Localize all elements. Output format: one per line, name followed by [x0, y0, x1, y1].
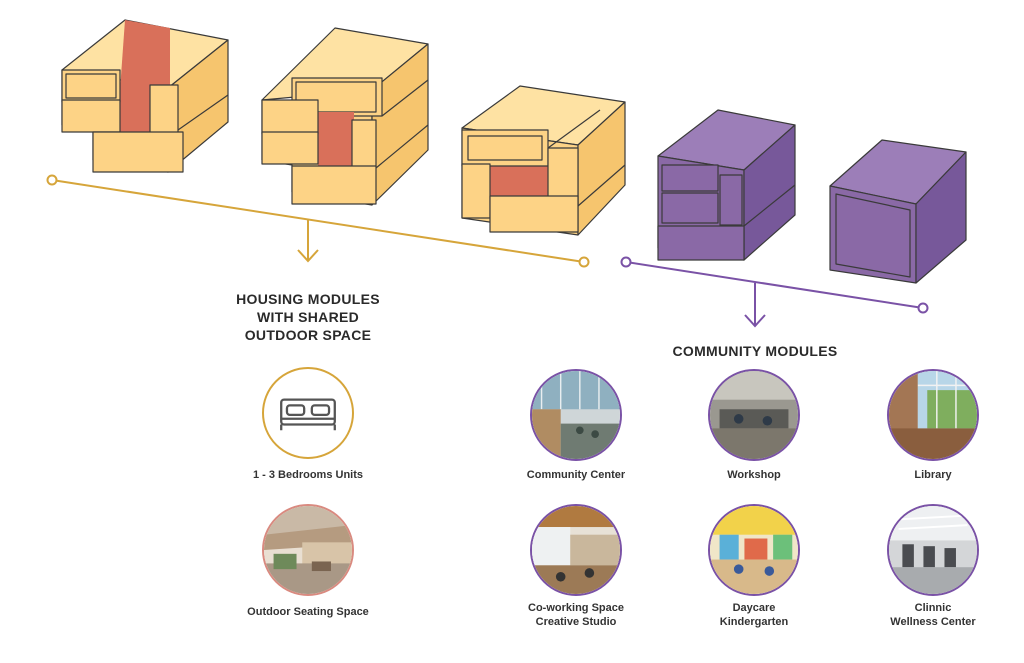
housing-module-1 [61, 19, 229, 173]
community-module-2 [829, 139, 967, 284]
bed-icon [262, 367, 354, 459]
community-item-label: Co-working Space Creative Studio [528, 602, 624, 628]
community-heading: COMMUNITY MODULES [672, 343, 838, 359]
housing-heading-line-1: HOUSING MODULES [236, 291, 380, 307]
daycare-photo [708, 504, 800, 596]
housing-item-label: Outdoor Seating Space [247, 606, 369, 618]
housing-line-start-dot [46, 174, 58, 186]
community-arrow-icon [744, 314, 766, 328]
clinic-photo [887, 504, 979, 596]
community-module-1 [657, 109, 796, 261]
housing-heading: HOUSING MODULES WITH SHARED OUTDOOR SPAC… [208, 290, 408, 344]
community-connector-line [620, 256, 929, 328]
community-item-label: Daycare Kindergarten [719, 602, 789, 628]
community-line-start-dot [620, 256, 632, 268]
housing-connector-line [46, 174, 590, 268]
outdoor-seating-photo [262, 504, 354, 596]
community-item-label: Library [914, 469, 952, 481]
workshop-photo [708, 369, 800, 461]
coworking-photo [530, 504, 622, 596]
community-item-label: Clinnic Wellness Center [890, 602, 976, 628]
housing-item-label: 1 - 3 Bedrooms Units [252, 469, 364, 481]
library-photo [887, 369, 979, 461]
housing-heading-line-3: OUTDOOR SPACE [244, 327, 372, 343]
community-center-photo [530, 369, 622, 461]
housing-module-3 [461, 85, 626, 236]
housing-heading-line-2: WITH SHARED [256, 309, 360, 325]
housing-arrow-icon [297, 249, 319, 263]
community-line-end-dot [917, 302, 929, 314]
housing-line-end-dot [578, 256, 590, 268]
community-item-label: Community Center [526, 469, 626, 481]
housing-module-2 [261, 27, 429, 206]
community-item-label: Workshop [727, 469, 781, 481]
